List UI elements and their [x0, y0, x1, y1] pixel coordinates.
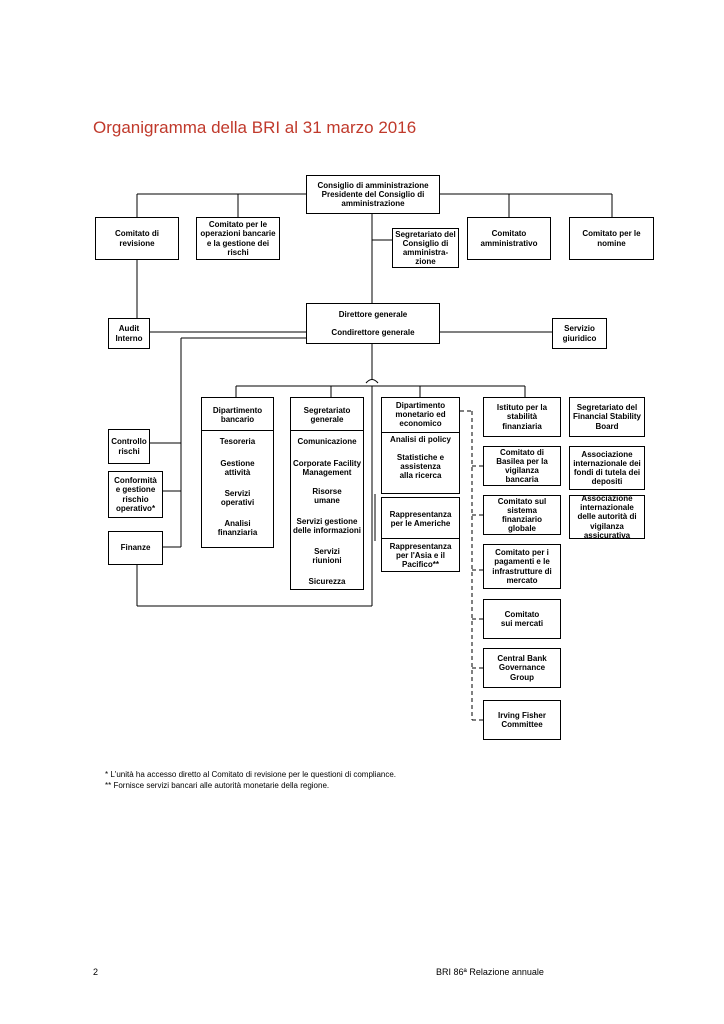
banking-unit-item: Analisi finanziaria — [217, 519, 258, 538]
nomination-committee-box: Comitato per le nomine — [569, 217, 654, 260]
americas-office-label: Rappresentanza per le Americhe — [389, 510, 452, 529]
markets-committee-label: Comitato sui mercati — [500, 609, 544, 628]
footnote-1: * L'unità ha accesso diretto al Comitato… — [105, 770, 397, 779]
secretariat-unit-item: Corporate Facility Management — [293, 459, 362, 478]
risk-control-box: Controllo rischi — [108, 429, 150, 464]
fsi-box: Istituto per la stabilità finanziaria — [483, 397, 561, 437]
banking-unit-item: Gestione attività — [220, 459, 255, 478]
fsb-secretariat-box: Segretariato del Financial Stability Boa… — [569, 397, 645, 437]
iais-label: Associazione internazionale delle autori… — [577, 495, 637, 539]
administrative-committee-box: Comitato amministrativo — [467, 217, 551, 260]
board-chair-label: Presidente del Consiglio di amministrazi… — [321, 189, 425, 209]
fsb-secretariat-label: Segretariato del Financial Stability Boa… — [572, 403, 641, 431]
legal-service-box: Servizio giuridico — [552, 318, 607, 349]
board-label: Consiglio di amministrazione — [317, 180, 429, 190]
general-manager-label: Direttore generale — [338, 310, 408, 319]
footnote-2: ** Fornisce servizi bancari alle autorit… — [105, 781, 330, 790]
cbgg-box: Central Bank Governance Group — [483, 648, 561, 688]
finance-box: Finanze — [108, 531, 163, 565]
cgfs-box: Comitato sul sistema finanziario globale — [483, 495, 561, 535]
secretariat-unit-item: Servizi riunioni — [312, 547, 342, 566]
monetary-unit-item: Statistiche e assistenza alla ricerca — [396, 453, 445, 481]
risk-committee-label: Comitato per le operazioni bancarie e la… — [200, 220, 276, 257]
ifc-label: Irving Fisher Committee — [497, 710, 546, 729]
audit-committee-box: Comitato di revisione — [95, 217, 179, 260]
fsi-label: Istituto per la stabilità finanziaria — [496, 403, 548, 431]
general-secretariat-column: Segretariato generale Comunicazione Corp… — [290, 397, 364, 590]
compliance-label: Conformità e gestione rischio operativo* — [114, 476, 157, 513]
administrative-committee-label: Comitato amministrativo — [480, 229, 538, 248]
board-box: Consiglio di amministrazione Presidente … — [306, 175, 440, 214]
finance-label: Finanze — [120, 543, 151, 553]
banking-unit-item: Servizi operativi — [220, 489, 255, 508]
cbgg-label: Central Bank Governance Group — [497, 654, 547, 682]
bcbs-box: Comitato di Basilea per la vigilanza ban… — [483, 446, 561, 486]
monetary-department-header: Dipartimento monetario ed economico — [382, 398, 459, 433]
iais-box: Associazione internazionale delle autori… — [569, 495, 645, 539]
banking-department-header: Dipartimento bancario — [202, 398, 273, 432]
banking-unit-item: Tesoreria — [219, 437, 256, 446]
monetary-department-column: Dipartimento monetario ed economico Anal… — [381, 397, 460, 494]
americas-office-box: Rappresentanza per le Americhe Rappresen… — [381, 497, 460, 572]
nomination-committee-label: Comitato per le nomine — [582, 229, 641, 248]
deputy-general-manager-label: Condirettore generale — [331, 328, 415, 338]
markets-committee-box: Comitato sui mercati — [483, 599, 561, 639]
board-secretariat-box: Segretariato del Consiglio di amministra… — [392, 228, 459, 268]
general-secretariat-header: Segretariato generale — [291, 398, 363, 432]
ifc-box: Irving Fisher Committee — [483, 700, 561, 740]
compliance-box: Conformità e gestione rischio operativo* — [108, 471, 163, 518]
board-secretariat-label: Segretariato del Consiglio di amministra… — [395, 229, 456, 267]
risk-committee-box: Comitato per le operazioni bancarie e la… — [196, 217, 280, 260]
banking-department-column: Dipartimento bancario Tesoreria Gestione… — [201, 397, 274, 548]
secretariat-unit-item: Sicurezza — [308, 577, 346, 586]
internal-audit-box: Audit Interno — [108, 318, 150, 349]
risk-control-label: Controllo rischi — [111, 437, 147, 456]
cpmi-box: Comitato per i pagamenti e le infrastrut… — [483, 544, 561, 589]
asia-office-label: Rappresentanza per l'Asia e il Pacifico*… — [389, 542, 452, 570]
iadi-label: Associazione internazionale dei fondi di… — [573, 449, 641, 487]
page-number: 2 — [93, 967, 99, 977]
legal-service-label: Servizio giuridico — [562, 324, 597, 343]
iadi-box: Associazione internazionale dei fondi di… — [569, 446, 645, 490]
internal-audit-label: Audit Interno — [115, 324, 143, 343]
monetary-unit-item: Analisi di policy — [390, 435, 451, 444]
bcbs-label: Comitato di Basilea per la vigilanza ban… — [496, 447, 548, 485]
audit-committee-label: Comitato di revisione — [115, 229, 159, 248]
general-manager-box: Direttore generale Condirettore generale — [306, 303, 440, 344]
secretariat-unit-item: Risorse umane — [312, 487, 342, 506]
secretariat-unit-item: Comunicazione — [297, 437, 357, 446]
page-title: Organigramma della BRI al 31 marzo 2016 — [93, 118, 417, 137]
cpmi-label: Comitato per i pagamenti e le infrastrut… — [492, 548, 552, 585]
secretariat-unit-item: Servizi gestione delle informazioni — [293, 517, 362, 536]
cgfs-label: Comitato sul sistema finanziario globale — [497, 496, 547, 534]
publication-name: BRI 86ª Relazione annuale — [436, 967, 544, 977]
